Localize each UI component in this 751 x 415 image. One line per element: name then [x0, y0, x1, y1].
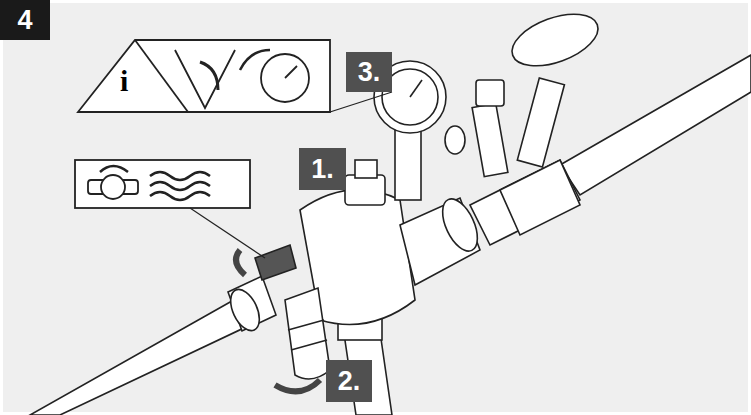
- callout-number-box: 2.: [326, 360, 372, 402]
- info-symbol: i: [120, 64, 128, 97]
- flush-callout: [75, 160, 265, 258]
- callout-number: 1.: [311, 154, 334, 185]
- step-number: 4: [17, 5, 32, 36]
- callout-number-box: 1.: [299, 148, 346, 190]
- callout-number: 2.: [338, 366, 361, 397]
- info-symbol-box: i: [120, 66, 128, 96]
- step-number-box: 4: [0, 0, 50, 40]
- callout-number: 3.: [358, 57, 381, 88]
- info-callout: [78, 40, 392, 112]
- pipe: [30, 4, 751, 415]
- callout-number-box: 3.: [346, 52, 392, 92]
